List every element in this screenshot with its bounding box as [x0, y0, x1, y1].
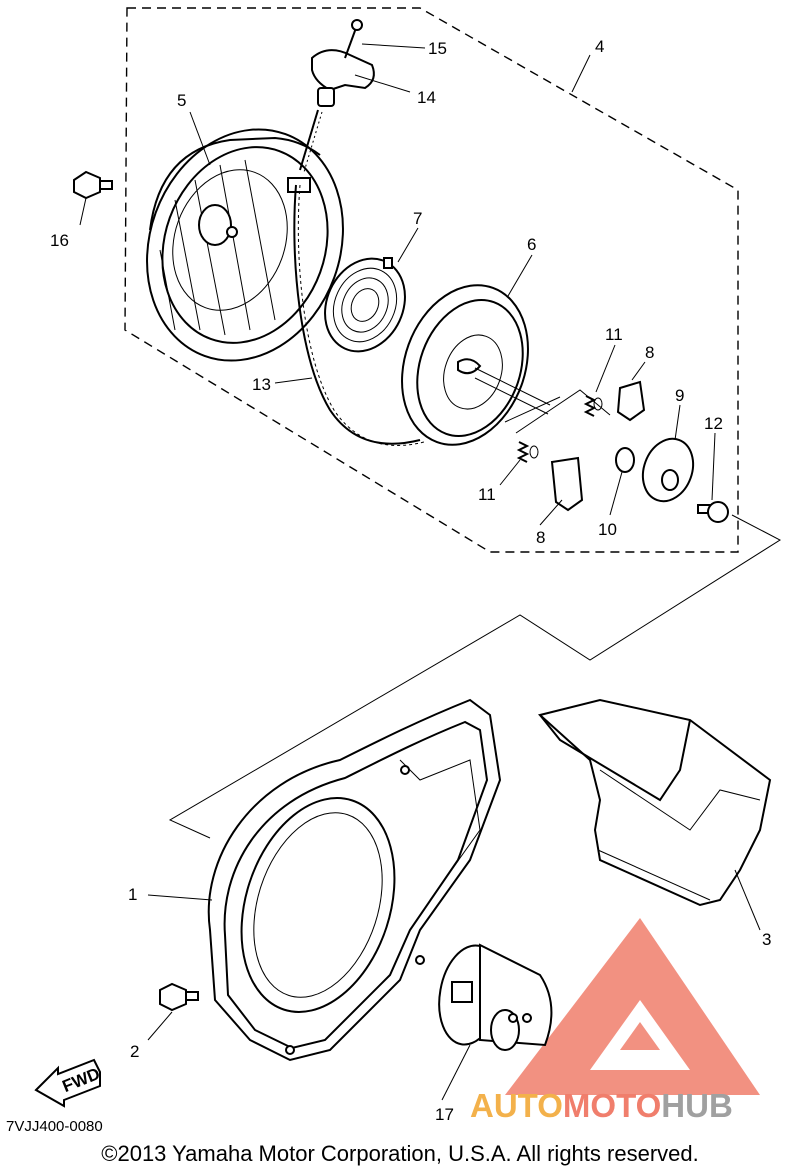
callout-7: 7: [413, 209, 422, 228]
callout-15: 15: [428, 39, 447, 58]
callout-9: 9: [675, 386, 684, 405]
bolt-16: [73, 170, 113, 200]
callout-11-upper: 11: [605, 325, 623, 344]
callout-5: 5: [177, 91, 186, 110]
ratchet-8-upper: [616, 380, 646, 422]
watermark-hub: HUB: [661, 1087, 733, 1124]
callout-12: 12: [704, 414, 723, 433]
spring-11-lower: [516, 441, 539, 463]
washer-10: [615, 447, 635, 473]
spiral-spring: [324, 257, 406, 353]
callout-14: 14: [417, 88, 436, 107]
starter-handle: [311, 49, 375, 107]
handle-pin: [344, 19, 363, 59]
callout-3: 3: [762, 930, 771, 949]
callout-6: 6: [527, 235, 536, 254]
recoil-housing: [146, 128, 344, 362]
bolt-2: [159, 982, 199, 1012]
screw-12: [697, 501, 729, 523]
spring-11-upper: [583, 395, 603, 417]
watermark-auto: AUTO: [470, 1087, 563, 1124]
copyright-notice: ©2013 Yamaha Motor Corporation, U.S.A. A…: [101, 1141, 699, 1166]
document-code: 7VJJ400-0080: [6, 1118, 103, 1135]
starter-cup: [438, 943, 553, 1051]
fan-cover: [207, 698, 502, 1062]
callout-8-lower: 8: [536, 528, 545, 547]
watermark-brand: AUTOMOTOHUB: [470, 1087, 733, 1125]
callout-13: 13: [252, 375, 271, 394]
watermark-moto: MOTO: [562, 1087, 662, 1124]
leader-lines: [79, 43, 761, 1101]
drive-plate: [641, 437, 695, 503]
callout-2: 2: [130, 1042, 139, 1061]
cover-plate: [537, 698, 772, 907]
callout-16: 16: [50, 231, 69, 250]
callout-8-upper: 8: [645, 343, 654, 362]
callout-17: 17: [435, 1105, 454, 1124]
callout-11-lower: 11: [478, 485, 496, 504]
watermark-logo: [505, 918, 760, 1095]
callout-1: 1: [128, 885, 137, 904]
ratchet-8-lower: [550, 456, 584, 512]
assembly-boundary: [124, 7, 739, 553]
starter-rope: [293, 184, 421, 445]
callout-10: 10: [598, 520, 617, 539]
fwd-arrow-icon: FWD: [34, 1058, 103, 1108]
callout-4: 4: [595, 37, 604, 56]
